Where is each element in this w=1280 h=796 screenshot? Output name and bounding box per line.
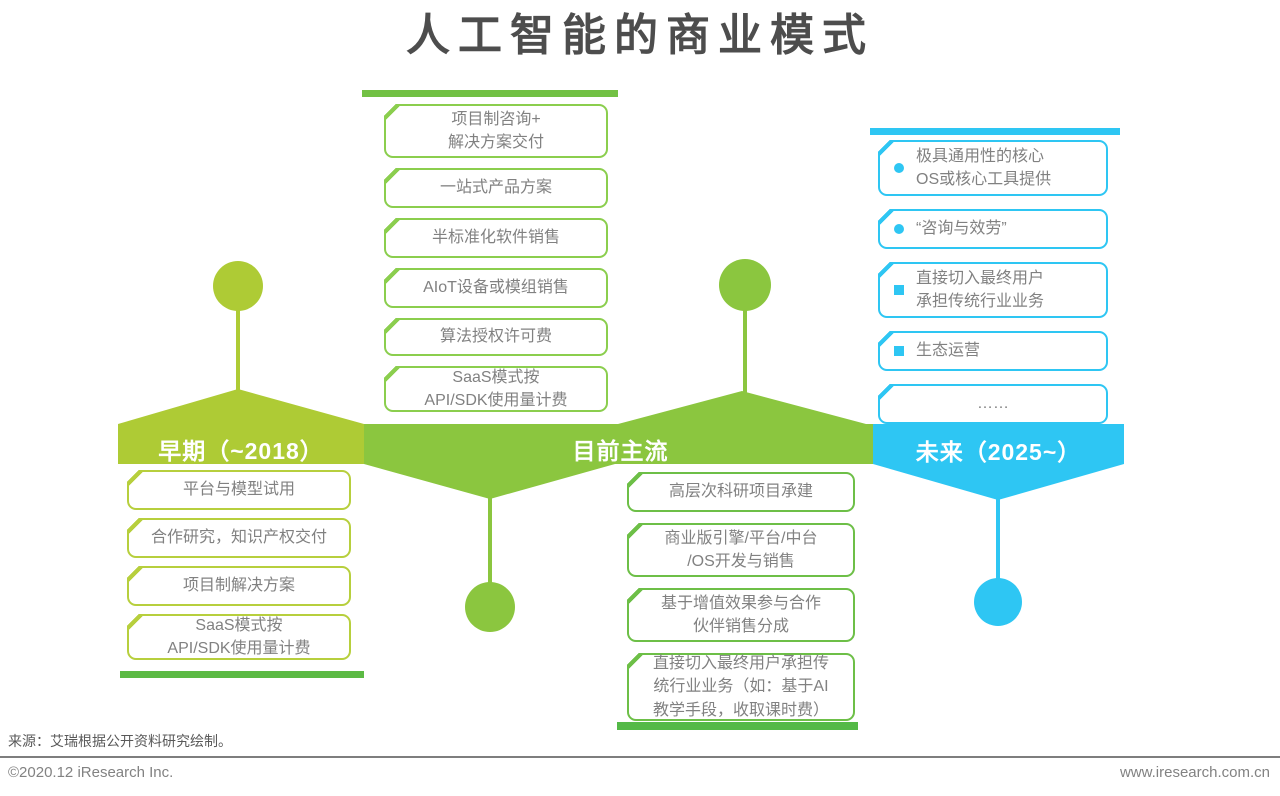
box-consulting-service: “咨询与效劳” [877, 208, 1108, 249]
box-one-stop-product: 一站式产品方案 [383, 167, 608, 208]
timeline-node-current-top [719, 259, 771, 311]
box-value-added-revenue-share: 基于增值效果参与合作 伙伴销售分成 [626, 587, 855, 642]
model-box-label: 算法授权许可费 [439, 328, 552, 346]
box-core-os-tools: 极具通用性的核心 OS或核心工具提供 [877, 139, 1108, 196]
box-saas-api-sdk: SaaS模式按 API/SDK使用量计费 [383, 365, 608, 412]
box-saas-api-sdk-early: SaaS模式按 API/SDK使用量计费 [126, 613, 351, 660]
square-bullet-icon [894, 285, 904, 295]
footer-divider [0, 756, 1280, 758]
box-aiot-devices: AIoT设备或模组销售 [383, 267, 608, 308]
box-joint-research-ip: 合作研究，知识产权交付 [126, 517, 351, 558]
model-box-label: 一站式产品方案 [439, 179, 552, 197]
model-box-label: 平台与模型试用 [182, 481, 295, 499]
model-box-label: 高层次科研项目承建 [668, 483, 813, 501]
column-current-bottom: 高层次科研项目承建 商业版引擎/平台/中台 /OS开发与销售 基于增值效果参与合… [626, 471, 855, 721]
box-research-projects: 高层次科研项目承建 [626, 471, 855, 512]
model-box-label: 直接切入最终用户承担传 统行业业务（如：基于AI 教学手段，收取课时费） [652, 655, 829, 719]
circle-bullet-icon [894, 163, 904, 173]
model-box-label: 项目制解决方案 [182, 577, 295, 595]
band-label-current: 目前主流 [572, 438, 669, 464]
timeline-node-current-bottom [465, 582, 515, 632]
current-column-bottom-bar [617, 722, 858, 730]
model-box-label: SaaS模式按 API/SDK使用量计费 [424, 368, 568, 409]
model-box-label: …… [977, 395, 1009, 413]
model-box-label: 合作研究，知识产权交付 [150, 529, 327, 547]
box-direct-end-user-current: 直接切入最终用户承担传 统行业业务（如：基于AI 教学手段，收取课时费） [626, 652, 855, 721]
model-box-label: 半标准化软件销售 [431, 229, 560, 247]
box-project-solutions: 项目制解决方案 [126, 565, 351, 606]
source-note: 来源：艾瑞根据公开资料研究绘制。 [8, 733, 232, 749]
box-ecosystem-operation: 生态运营 [877, 330, 1108, 371]
box-direct-end-user: 直接切入最终用户 承担传统行业业务 [877, 261, 1108, 318]
box-semi-standard-software: 半标准化软件销售 [383, 217, 608, 258]
model-box-label: 生态运营 [916, 342, 981, 360]
box-algorithm-license: 算法授权许可费 [383, 317, 608, 356]
model-box-label: AIoT设备或模组销售 [423, 279, 569, 297]
model-box-label: 项目制咨询+ 解决方案交付 [447, 110, 544, 151]
box-commercial-engine: 商业版引擎/平台/中台 /OS开发与销售 [626, 522, 855, 577]
model-box-label: “咨询与效劳” [916, 220, 1007, 238]
band-label-future: 未来（2025~） [915, 439, 1082, 465]
box-platform-model-trial: 平台与模型试用 [126, 469, 351, 510]
model-box-label: 基于增值效果参与合作 伙伴销售分成 [660, 594, 821, 635]
band-early-shape [118, 389, 364, 464]
copyright-text: ©2020.12 iResearch Inc. [8, 764, 174, 781]
model-box-label: SaaS模式按 API/SDK使用量计费 [167, 616, 311, 657]
model-box-label: 极具通用性的核心 OS或核心工具提供 [916, 147, 1052, 188]
website-text: www.iresearch.com.cn [1119, 764, 1270, 781]
box-ellipsis: …… [877, 383, 1108, 424]
model-box-label: 商业版引擎/平台/中台 /OS开发与销售 [664, 529, 818, 570]
page-title: 人工智能的商业模式 [406, 11, 874, 60]
future-column-top-bar [870, 128, 1120, 135]
model-box-label: 直接切入最终用户 承担传统行业业务 [916, 269, 1045, 310]
column-current-top: 项目制咨询+ 解决方案交付 一站式产品方案 半标准化软件销售 AIoT设备或模组… [383, 103, 608, 412]
box-project-consulting: 项目制咨询+ 解决方案交付 [383, 103, 608, 158]
band-future-shape [873, 424, 1124, 500]
band-label-early: 早期（~2018） [158, 438, 324, 464]
timeline-node-future [974, 578, 1022, 626]
band-current-shape [364, 391, 877, 499]
early-column-bottom-bar [120, 671, 364, 678]
column-early: 平台与模型试用 合作研究，知识产权交付 项目制解决方案 SaaS模式按 API/… [126, 469, 351, 660]
column-future: 极具通用性的核心 OS或核心工具提供 “咨询与效劳” 直接切入最终用户 承担传统… [877, 139, 1108, 424]
circle-bullet-icon [894, 224, 904, 234]
title-underline-bar [362, 90, 618, 97]
square-bullet-icon [894, 346, 904, 356]
timeline-node-early [213, 261, 263, 311]
